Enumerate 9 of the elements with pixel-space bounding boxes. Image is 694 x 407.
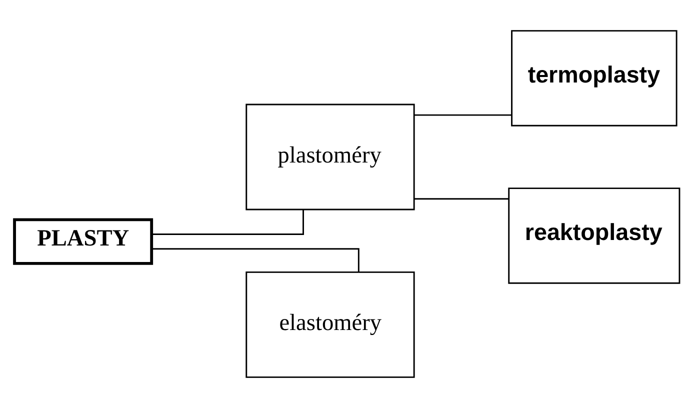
node-box: PLASTY — [13, 218, 154, 264]
node-box: elastoméry — [246, 270, 415, 378]
connector — [152, 248, 360, 272]
connector — [414, 198, 508, 200]
node-box: reaktoplasty — [508, 187, 680, 284]
node-box: plastoméry — [246, 103, 415, 210]
node-box: termoplasty — [511, 30, 678, 126]
connector — [152, 209, 304, 234]
connector — [414, 114, 512, 116]
